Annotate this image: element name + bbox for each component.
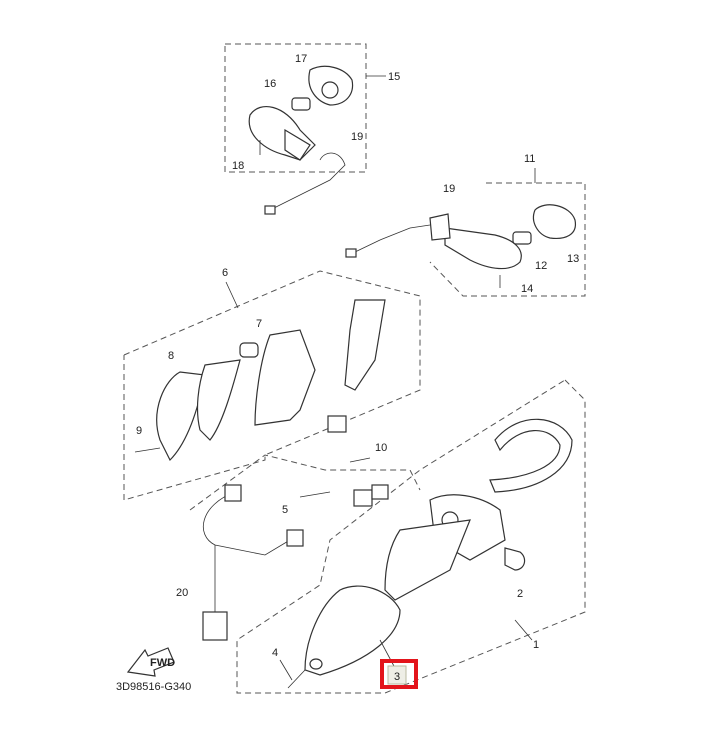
turn-signal-assembly-11 <box>345 204 577 288</box>
callout-14: 14 <box>521 283 533 295</box>
callout-3: 3 <box>394 671 400 683</box>
callout-2: 2 <box>517 588 523 600</box>
callout-18: 18 <box>232 160 244 172</box>
callout-12: 12 <box>535 260 547 272</box>
callout-7: 7 <box>256 318 262 330</box>
diagram-code: 3D98516-G340 <box>116 681 191 693</box>
callout-20: 20 <box>176 587 188 599</box>
turn-signal-assembly-15 <box>248 65 354 215</box>
callout-1: 1 <box>533 639 539 651</box>
turn-signal-assembly-1 <box>279 418 573 689</box>
turn-signal-assembly-6 <box>134 299 386 463</box>
callout-5: 5 <box>282 504 288 516</box>
group-box-11 <box>429 182 586 297</box>
group-box-15 <box>224 43 367 173</box>
highlight-box-part-3 <box>380 659 418 689</box>
callout-19: 19 <box>443 183 455 195</box>
callout-15: 15 <box>388 71 400 83</box>
group-box-1 <box>236 379 586 694</box>
wire-harness-20 <box>202 484 389 641</box>
callout-8: 8 <box>168 350 174 362</box>
callout-6: 6 <box>222 267 228 279</box>
fwd-arrow-icon: FWD <box>126 647 175 677</box>
callout-10: 10 <box>375 442 387 454</box>
callout-13: 13 <box>567 253 579 265</box>
callout-17: 17 <box>295 53 307 65</box>
callout-11: 11 <box>524 153 535 165</box>
callout-9: 9 <box>136 425 142 437</box>
callout-16: 16 <box>264 78 276 90</box>
harness-box <box>189 454 421 511</box>
fwd-label: FWD <box>150 657 175 669</box>
callout-4: 4 <box>272 647 278 659</box>
callout-19: 19 <box>351 131 363 143</box>
